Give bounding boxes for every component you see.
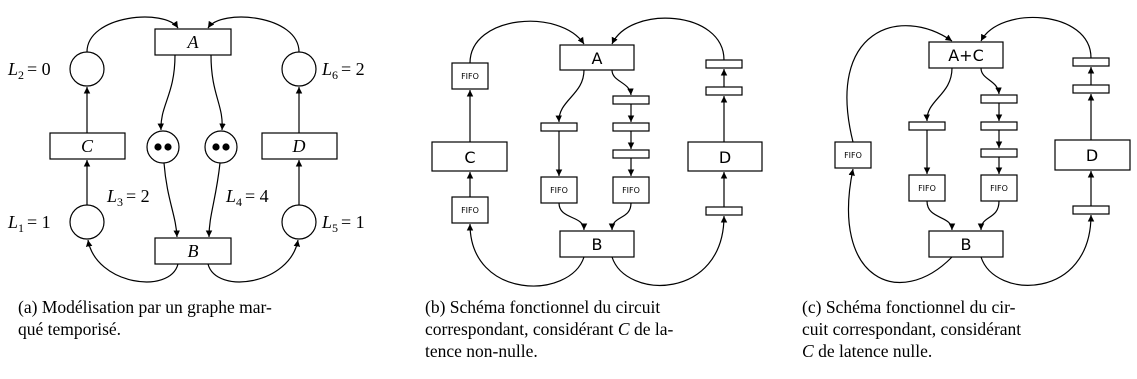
fifo-label: FIFO: [550, 186, 568, 195]
fifo-label: FIFO: [622, 186, 640, 195]
panel-c-labels: A+C B D FIFO FIFO FIFO: [844, 46, 1098, 254]
fifo-right-branch: [980, 174, 1018, 202]
caption-c-line3b: de latence nulle.: [813, 341, 933, 361]
arcs-panel-b: [466, 17, 728, 287]
latency-l1: L1= 1: [7, 212, 51, 235]
place-l3: [146, 130, 180, 164]
panel-b-labels: A B C D FIFO FIFO FIFO FIFO: [461, 49, 731, 254]
register: [1072, 205, 1110, 215]
tokens-l4: [212, 143, 230, 151]
fifo-left-branch: [540, 176, 578, 204]
latency-l2: L2= 0: [7, 59, 51, 82]
register: [705, 59, 743, 69]
caption-c-line3c: C: [802, 341, 814, 361]
block-a: [559, 44, 635, 71]
caption-b-line1: Schéma fonctionnel du circuit: [449, 297, 661, 317]
block-d-label: D: [719, 148, 731, 167]
fifo-label: FIFO: [461, 206, 479, 215]
transition-d: [261, 132, 338, 160]
place-l6: [281, 51, 317, 87]
transition-b: [154, 237, 232, 265]
latency-l5: L5= 1: [321, 212, 365, 235]
fifo-label: FIFO: [918, 184, 936, 193]
caption-b: (b) Schéma fonctionnel du circuit corres…: [425, 296, 775, 362]
caption-c-line1: Schéma fonctionnel du cir-: [825, 297, 1016, 317]
panel-b-circuit-diagram: [431, 17, 763, 287]
block-b-label: B: [592, 235, 603, 254]
block-a-plus-c-label: A+C: [948, 46, 984, 65]
block-c-label: C: [464, 148, 475, 167]
caption-b-label: (b): [425, 297, 446, 317]
latency-l3: L3= 2: [106, 186, 150, 209]
fifo-c-in: [451, 196, 489, 224]
caption-a-line1: Modélisation par un graphe mar-: [41, 297, 272, 317]
tokens-l3: [154, 143, 172, 151]
caption-b-line2b: de la-: [629, 319, 674, 339]
block-d: [1054, 139, 1131, 171]
panel-a-timed-event-graph: [49, 16, 338, 283]
caption-a-label: (a): [18, 297, 38, 317]
arcs-panel-c: [846, 16, 1095, 286]
register: [612, 122, 650, 132]
fifo-left-branch: [908, 174, 946, 202]
block-b: [928, 230, 1004, 258]
fifo-c-out: [451, 62, 489, 90]
latency-l6: L6= 2: [321, 59, 365, 82]
panel-c-circuit-diagram: [834, 16, 1131, 286]
caption-a-line2: qué temporisé.: [18, 319, 122, 339]
block-c: [431, 141, 508, 172]
register: [705, 206, 743, 216]
register: [908, 121, 946, 131]
block-b-label: B: [961, 235, 972, 254]
caption-c: (c) Schéma fonctionnel du cir- cuit corr…: [802, 296, 1132, 362]
label-c: C: [81, 136, 94, 156]
register: [705, 86, 743, 96]
arcs-panel-a: [83, 16, 303, 283]
register: [540, 122, 578, 132]
place-l2: [69, 51, 105, 87]
place-l5: [281, 204, 317, 240]
register: [980, 148, 1018, 158]
place-l1: [69, 204, 105, 240]
caption-b-line2a: correspondant, considérant: [425, 319, 618, 339]
block-b: [559, 230, 635, 258]
block-d-label: D: [1086, 146, 1098, 165]
label-a: A: [187, 32, 200, 52]
panel-a-labels: A B C D L2= 0 L1= 1 L3= 2 L4= 4 L5= 1 L6…: [7, 32, 365, 261]
register: [980, 94, 1018, 104]
block-d: [687, 141, 763, 172]
register: [980, 121, 1018, 131]
caption-b-line2c: C: [617, 319, 630, 339]
label-b: B: [188, 241, 199, 261]
label-d: D: [292, 136, 306, 156]
latency-l4: L4= 4: [225, 186, 269, 209]
transition-a: [154, 28, 232, 56]
fifo-label: FIFO: [844, 151, 862, 160]
block-a-label: A: [592, 49, 603, 68]
fifo-label: FIFO: [990, 184, 1008, 193]
caption-c-line2: cuit correspondant, considérant: [802, 319, 1022, 339]
fifo-label: FIFO: [461, 72, 479, 81]
caption-c-label: (c): [802, 297, 822, 317]
fifo-right-branch: [612, 176, 650, 204]
register: [1072, 84, 1110, 94]
caption-a: (a) Modélisation par un graphe mar- qué …: [18, 296, 376, 340]
register: [1072, 57, 1110, 67]
caption-b-line3: tence non-nulle.: [425, 341, 538, 361]
block-a-plus-c: [928, 41, 1004, 69]
register: [612, 149, 650, 159]
place-l4: [204, 130, 238, 164]
register: [612, 95, 650, 105]
